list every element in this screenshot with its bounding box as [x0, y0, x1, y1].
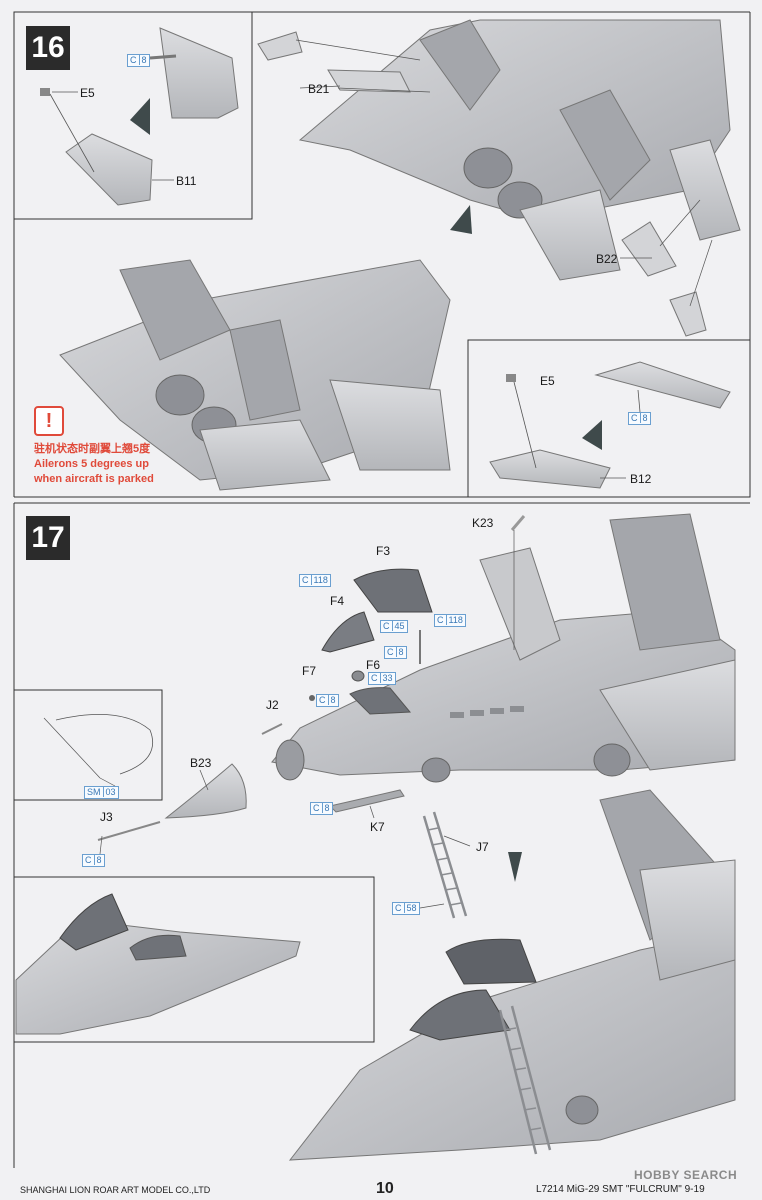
aircraft-rear-top — [257, 19, 741, 337]
paint-code-number: 45 — [394, 621, 405, 631]
paint-code-letter: C — [371, 673, 381, 683]
part-label-b22: B22 — [596, 252, 618, 266]
step-17-badge: 17 — [26, 516, 70, 560]
part-label-j3: J3 — [100, 810, 113, 824]
paint-code-letter: C — [387, 647, 397, 657]
paint-code-number: 33 — [382, 673, 393, 683]
paint-code-letter: C — [383, 621, 393, 631]
warning-line-english-2: when aircraft is parked — [34, 473, 154, 485]
nose-and-detail-parts — [43, 515, 526, 919]
part-label-k7: K7 — [370, 820, 385, 834]
part-label-b11: B11 — [176, 174, 197, 188]
warning-line-english-1: Ailerons 5 degrees up — [34, 458, 149, 470]
watermark: HOBBY SEARCH — [634, 1168, 738, 1182]
paint-code-number: 8 — [324, 803, 330, 813]
paint-code-number: 118 — [448, 615, 463, 625]
paint-code-letter: C — [313, 803, 323, 813]
footer-company: SHANGHAI LION ROAR ART MODEL CO.,LTD — [20, 1185, 211, 1195]
paint-code-number: 118 — [313, 575, 328, 585]
part-label-f7: F7 — [302, 664, 317, 678]
page-number: 10 — [376, 1180, 394, 1197]
aileron-parts-inset — [489, 361, 731, 489]
aircraft-finished — [288, 789, 736, 1161]
aileron-parts-top — [40, 27, 239, 206]
paint-code-letter: C — [302, 575, 312, 585]
part-label-b21: B21 — [308, 82, 330, 96]
part-label-b23: B23 — [190, 756, 212, 770]
part-label-f4: F4 — [330, 594, 345, 608]
paint-code-number: 8 — [141, 55, 147, 65]
warning-icon: ! — [34, 406, 64, 436]
warning-line-chinese: 驻机状态时副翼上翘5度 — [34, 443, 151, 455]
aircraft-front-assembly — [271, 513, 736, 783]
canopy-parts — [309, 568, 433, 701]
part-label-j2: J2 — [266, 698, 279, 712]
warning-note: 驻机状态时副翼上翘5度 Ailerons 5 degrees up when a… — [34, 442, 154, 487]
paint-code-letter: C — [395, 903, 405, 913]
paint-code-number: 03 — [105, 787, 116, 797]
part-label-b12: B12 — [630, 472, 652, 486]
paint-code-letter: SM — [87, 787, 104, 797]
part-label-f3: F3 — [376, 544, 391, 558]
paint-code-letter: C — [130, 55, 140, 65]
part-label-e5-inset: E5 — [540, 374, 555, 388]
paint-code-number: 8 — [642, 413, 648, 423]
aircraft-rear-parked — [59, 259, 451, 491]
part-label-f6: F6 — [366, 658, 381, 672]
paint-code-number: 58 — [406, 903, 417, 913]
part-label-e5-top: E5 — [80, 86, 95, 100]
paint-code-letter: C — [319, 695, 329, 705]
paint-code-letter: C — [631, 413, 641, 423]
step-17-frame — [13, 502, 750, 1168]
cockpit-closeup — [15, 893, 301, 1035]
part-label-k23: K23 — [472, 516, 494, 530]
paint-code-number: 8 — [96, 855, 102, 865]
part-label-j7: J7 — [476, 840, 489, 854]
step-16-frame — [13, 11, 751, 498]
paint-code-number: 8 — [398, 647, 404, 657]
paint-code-letter: C — [437, 615, 447, 625]
paint-code-letter: C — [85, 855, 95, 865]
paint-code-number: 8 — [330, 695, 336, 705]
footer-product: L7214 MiG-29 SMT "FULCRUM" 9-19 — [536, 1184, 705, 1195]
step-16-badge: 16 — [26, 26, 70, 70]
